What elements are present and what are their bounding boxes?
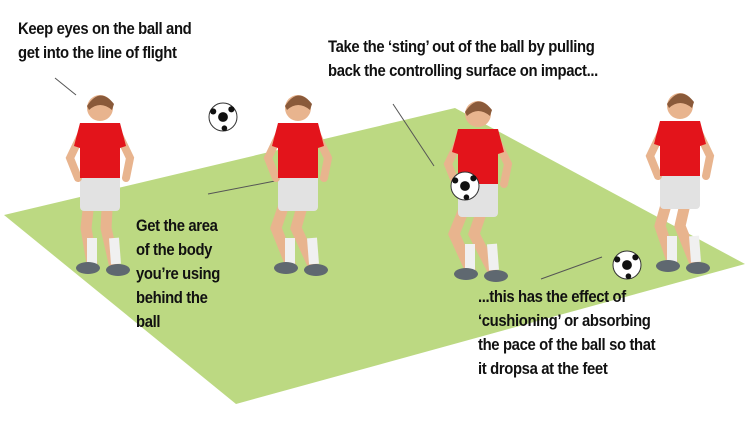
hair [667, 93, 694, 108]
player-4 [645, 93, 715, 274]
player-3 [443, 101, 513, 282]
caption-line: Get the area [136, 217, 218, 235]
boot [304, 264, 328, 276]
ball-patch [460, 181, 470, 191]
caption-line: you’re using [136, 265, 220, 283]
ball-patch [463, 194, 470, 200]
caption-line: back the controlling surface on impact..… [328, 62, 598, 80]
caption-line: Keep eyes on the ball and [18, 20, 192, 38]
ball-patch [614, 256, 621, 263]
pointer-line-sting [392, 103, 435, 167]
caption-line: the pace of the ball so that [478, 336, 656, 354]
shirt [74, 123, 126, 178]
ball-patch [221, 125, 228, 131]
boot [656, 260, 680, 272]
boot [686, 262, 710, 274]
ball-patch [622, 260, 632, 270]
pointer-line-cushion [540, 256, 603, 280]
boot [454, 268, 478, 280]
caption-line: it dropsa at the feet [478, 360, 608, 378]
ball-at-feet [612, 250, 642, 280]
boot [106, 264, 130, 276]
shirt [654, 121, 706, 176]
caption-line: behind the [136, 289, 208, 307]
caption-line: of the body [136, 241, 213, 259]
caption-keep-eyes: Keep eyes on the ball and get into the l… [18, 17, 192, 65]
shorts [660, 171, 700, 209]
sock [307, 237, 319, 265]
caption-line: ...this has the effect of [478, 288, 626, 306]
ball-patch [632, 254, 639, 261]
shorts [80, 173, 120, 211]
player-2 [263, 95, 333, 276]
boot [274, 262, 298, 274]
caption-body-area: Get the area of the body you’re using be… [136, 214, 220, 334]
caption-line: ‘cushioning’ or absorbing [478, 312, 651, 330]
ball-patch [625, 273, 632, 280]
hair [465, 101, 492, 116]
shirt [272, 123, 324, 178]
ball-patch [452, 177, 459, 184]
ball-at-thigh [450, 171, 480, 201]
sock [689, 235, 701, 263]
ball-patch [218, 112, 228, 122]
ball-in-flight [208, 102, 238, 132]
ball-patch [228, 106, 235, 113]
shorts [278, 173, 318, 211]
pointer-line-eyes [54, 77, 77, 96]
caption-line: get into the line of flight [18, 44, 177, 62]
caption-line: ball [136, 313, 161, 331]
caption-cushioning: ...this has the effect of ‘cushioning’ o… [478, 285, 656, 381]
hair [285, 95, 312, 110]
ball-patch [470, 175, 477, 182]
hair [87, 95, 114, 110]
pitch [4, 108, 745, 404]
ball-patch [210, 108, 217, 115]
pointer-line-body [207, 180, 276, 195]
sock [109, 237, 121, 265]
caption-take-sting: Take the ‘sting’ out of the ball by pull… [328, 35, 598, 83]
player-1 [65, 95, 135, 276]
sock [487, 243, 499, 271]
caption-line: Take the ‘sting’ out of the ball by pull… [328, 38, 595, 56]
boot [484, 270, 508, 282]
boot [76, 262, 100, 274]
shirt [452, 129, 504, 184]
